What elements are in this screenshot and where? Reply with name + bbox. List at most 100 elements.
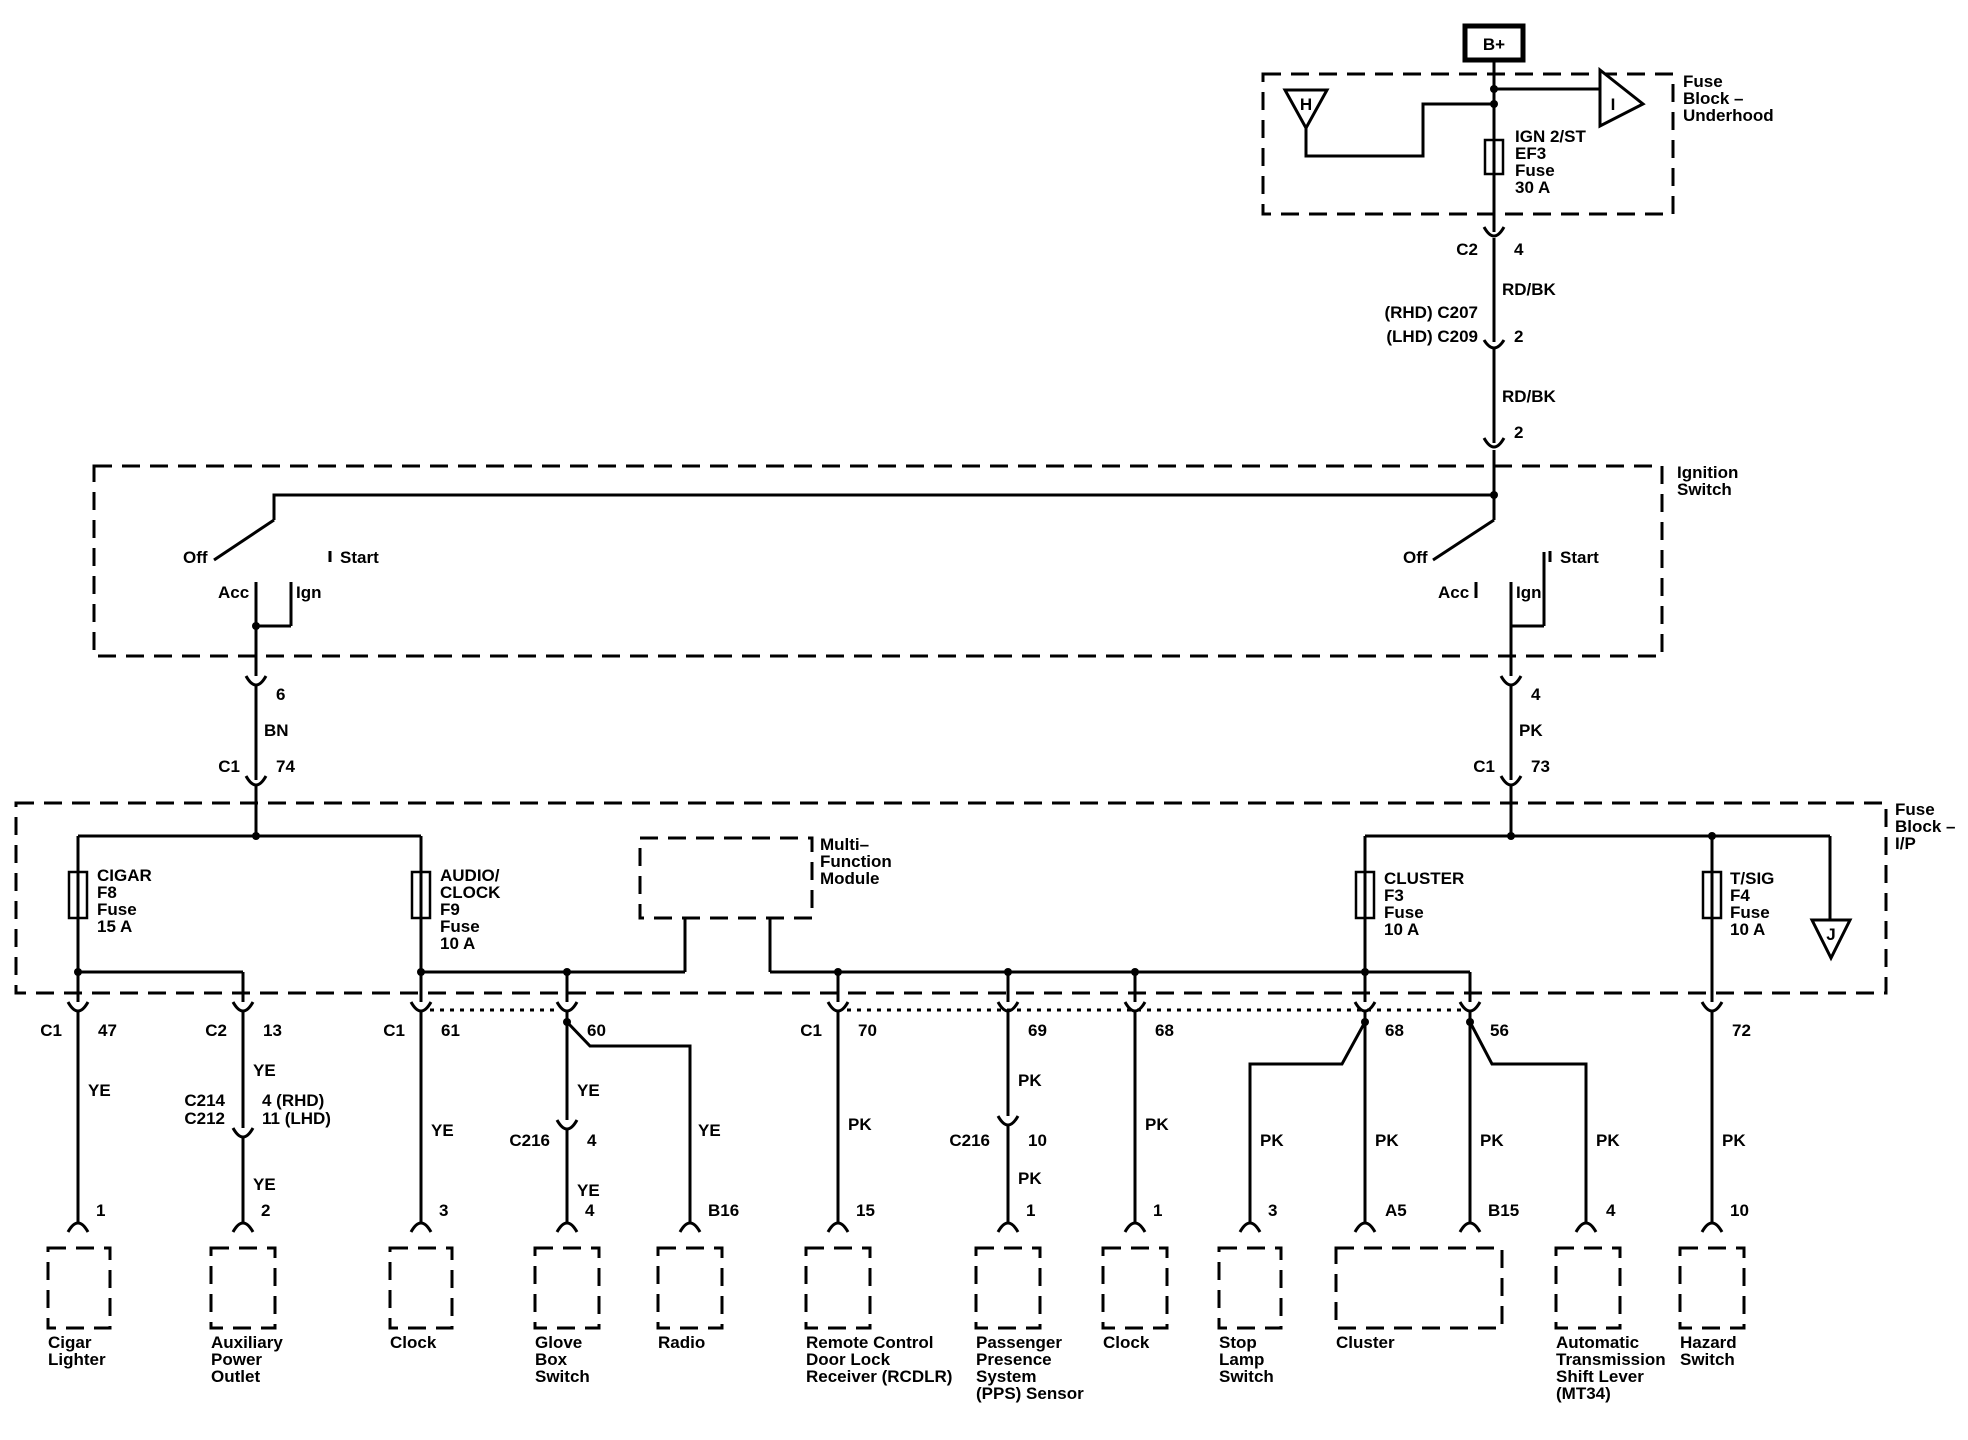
conn-c2-13-label: C2	[205, 1021, 227, 1040]
glove-box-pin: 4	[585, 1201, 595, 1220]
radio-pin: B16	[708, 1201, 739, 1220]
left-bus-dot	[252, 832, 260, 840]
fuse-tsig-label: T/SIG F4 Fuse 10 A	[1730, 869, 1779, 939]
cigar-lighter-connector-icon	[66, 1221, 90, 1233]
clock1-connector-icon	[409, 1221, 433, 1233]
radio-label: Radio	[658, 1333, 705, 1352]
flag-i-label: I	[1611, 95, 1616, 114]
clock1-label: Clock	[390, 1333, 437, 1352]
clock2-label: Clock	[1103, 1333, 1150, 1352]
right-ign-label: Ign	[1516, 583, 1542, 602]
left-off-label: Off	[183, 548, 208, 567]
aux-inline-pin-lhd: 11 (LHD)	[262, 1109, 331, 1128]
conn-c2-13-pin: 13	[263, 1021, 282, 1040]
pps-inline-conn: C216	[949, 1131, 990, 1150]
right-feed-c1-connector-icon	[1499, 775, 1523, 787]
flag-j-label: J	[1826, 925, 1835, 944]
conn-c1-47-icon	[66, 1001, 90, 1013]
aux-outlet-label: Auxiliary Power Outlet	[211, 1333, 288, 1386]
rcdlr-pin: 15	[856, 1201, 875, 1220]
conn-c1-61-icon	[409, 1001, 433, 1013]
shift-lever-connector-icon	[1574, 1221, 1598, 1233]
fuse-block-ip-outline	[14, 801, 1888, 995]
cigar-lighter-pin: 1	[96, 1201, 105, 1220]
cluster-b15-pin: B15	[1488, 1201, 1519, 1220]
shift-lever-label: Automatic Transmission Shift Lever (MT34…	[1556, 1333, 1670, 1403]
c2-connector-icon	[1482, 226, 1506, 238]
lhd-connector-label: (LHD) C209	[1386, 327, 1478, 346]
left-feed-switch-connector-icon	[244, 675, 268, 687]
hazard-connector-icon	[1700, 1221, 1724, 1233]
conn-69-pin: 69	[1028, 1021, 1047, 1040]
right-feed-switch-connector-icon	[1499, 675, 1523, 687]
cigar-branch-dot	[74, 968, 82, 976]
clock2-connector-icon	[1123, 1221, 1147, 1233]
right-feed-c1-pin: 73	[1531, 757, 1550, 776]
wire-stop-lamp-color: PK	[1260, 1131, 1284, 1150]
conn-c1-61-pin: 61	[441, 1021, 460, 1040]
main-wire-1-color: RD/BK	[1502, 280, 1557, 299]
fuse-block-underhood-title: Fuse Block – Underhood	[1683, 72, 1774, 125]
right-off-label: Off	[1403, 548, 1428, 567]
cluster-label: Cluster	[1336, 1333, 1395, 1352]
pps-sensor-label: Passenger Presence System (PPS) Sensor	[976, 1333, 1084, 1403]
conn-68b-pin: 68	[1385, 1021, 1404, 1040]
wire-pps-lower-color: PK	[1018, 1169, 1042, 1188]
mid-pin-label: 2	[1514, 327, 1523, 346]
glove-box-connector-icon	[555, 1221, 579, 1233]
fuse-ef3-label: IGN 2/ST EF3 Fuse 30 A	[1515, 127, 1591, 197]
aux-outlet-box	[209, 1246, 277, 1330]
wire-aux-upper-color: YE	[253, 1061, 276, 1080]
conn-c1-70-label: C1	[800, 1021, 822, 1040]
aux-outlet-pin: 2	[261, 1201, 270, 1220]
cluster-a5-pin: A5	[1385, 1201, 1407, 1220]
clock2-box	[1101, 1246, 1169, 1330]
conn-68a-icon	[1123, 1001, 1147, 1013]
audio-branch-dot	[417, 968, 425, 976]
flag-j-icon	[1809, 918, 1853, 962]
fuse-cigar-label: CIGAR F8 Fuse 15 A	[97, 866, 157, 936]
left-acc-label: Acc	[218, 583, 249, 602]
pps-inline-connector-icon	[996, 1115, 1020, 1127]
conn-c1-47-pin: 47	[98, 1021, 117, 1040]
wire-radio	[565, 1020, 692, 1222]
glove-inline-conn: C216	[509, 1131, 550, 1150]
pps-connector-icon	[996, 1221, 1020, 1233]
wire-shift-lever	[1468, 1021, 1588, 1222]
clock1-box	[388, 1246, 454, 1330]
conn-68a-pin: 68	[1155, 1021, 1174, 1040]
conn-68b-icon	[1353, 1001, 1377, 1013]
wire-radio-color: YE	[698, 1121, 721, 1140]
hazard-pin: 10	[1730, 1201, 1749, 1220]
conn-56-icon	[1458, 1001, 1482, 1013]
glove-box-switch-box	[533, 1246, 601, 1330]
conn-c1-61-label: C1	[383, 1021, 405, 1040]
conn-60-icon	[555, 1001, 579, 1013]
radio-connector-icon	[678, 1221, 702, 1233]
glove-inline-connector-icon	[555, 1119, 579, 1131]
b-plus-label: B+	[1483, 35, 1505, 54]
pps-sensor-box	[974, 1246, 1042, 1330]
conn-60-pin: 60	[587, 1021, 606, 1040]
left-feed-c1-connector-icon	[244, 775, 268, 787]
wire-clock2-color: PK	[1145, 1115, 1169, 1134]
flag-h-wire	[1304, 102, 1494, 158]
conn-69-icon	[996, 1001, 1020, 1013]
aux-inline-conn-1: C214	[184, 1091, 225, 1110]
fuse-cluster-label: CLUSTER F3 Fuse 10 A	[1384, 869, 1469, 939]
pps-pin: 1	[1026, 1201, 1035, 1220]
right-start-label: Start	[1560, 548, 1599, 567]
right-switch-blade	[1432, 518, 1495, 562]
stop-lamp-connector-icon	[1238, 1221, 1262, 1233]
aux-inline-conn-2: C212	[184, 1109, 225, 1128]
c2-connector-label: C2	[1456, 240, 1478, 259]
conn-56-pin: 56	[1490, 1021, 1509, 1040]
cluster-box	[1334, 1246, 1504, 1330]
shift-lever-pin: 4	[1606, 1201, 1616, 1220]
left-start-label: Start	[340, 548, 379, 567]
cigar-lighter-box	[46, 1246, 112, 1330]
stop-lamp-switch-box	[1217, 1246, 1283, 1330]
stop-lamp-switch-label: Stop Lamp Switch	[1219, 1333, 1274, 1386]
shift-lever-box	[1554, 1246, 1622, 1330]
